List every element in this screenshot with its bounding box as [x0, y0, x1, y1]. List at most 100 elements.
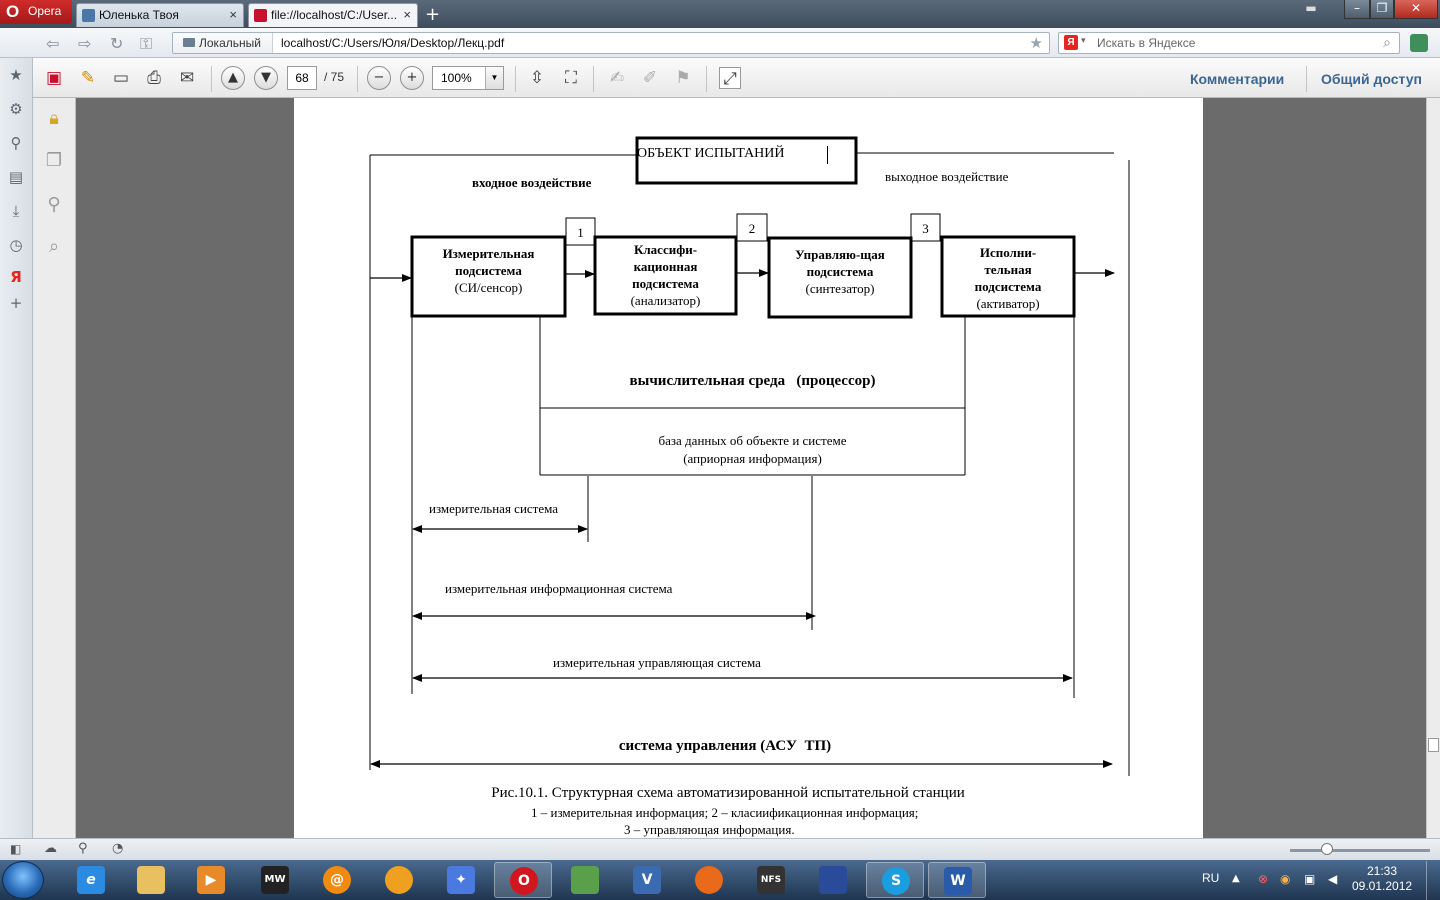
next-page-button[interactable]: ▼	[254, 66, 278, 90]
bookmark-star-icon[interactable]: ★	[1029, 35, 1043, 52]
figure-caption: Рис.10.1. Структурная схема автоматизиро…	[491, 785, 965, 801]
measuring-system-label: измерительная система	[429, 501, 559, 516]
save-icon[interactable]: ▭	[112, 68, 130, 88]
tools-icon	[571, 866, 599, 894]
close-tab-icon[interactable]: ×	[229, 7, 237, 22]
gear-icon[interactable]: ⚙	[9, 100, 23, 118]
taskbar-virtualdj[interactable]: V	[618, 862, 676, 898]
history-icon[interactable]: ◷	[9, 236, 23, 254]
zoom-slider-thumb[interactable]	[1321, 843, 1333, 855]
forward-icon[interactable]: ⇨	[78, 34, 92, 53]
legend-line2: 3 – управляющая информация.	[624, 822, 795, 837]
taskbar-app-tools[interactable]	[556, 862, 614, 898]
start-button[interactable]	[2, 861, 44, 899]
taskbar-save-app[interactable]	[804, 862, 862, 898]
sign-icon[interactable]: ✍	[609, 68, 625, 88]
email-icon[interactable]: ✉	[179, 68, 195, 88]
edit-pdf-icon[interactable]: ✎	[80, 68, 96, 88]
local-zone-badge[interactable]: Локальный	[173, 33, 273, 53]
tray-expand-icon[interactable]: ▲	[1232, 873, 1240, 884]
word-icon: W	[944, 867, 972, 895]
opera-menu-button[interactable]: O Opera	[0, 0, 72, 24]
close-window-button[interactable]: ✕	[1394, 0, 1438, 19]
taskbar-explorer[interactable]	[122, 862, 180, 898]
tab-pdf[interactable]: file://localhost/C:/User... ×	[248, 3, 418, 27]
notes-icon[interactable]: ▤	[8, 168, 24, 186]
maximize-button[interactable]: ❐	[1370, 0, 1394, 19]
bookmarks-star-icon[interactable]: ★	[9, 66, 23, 84]
taskbar-opera[interactable]: O	[494, 862, 552, 898]
search-icon[interactable]: ⌕	[1383, 34, 1391, 50]
floppy-icon	[819, 866, 847, 894]
close-tab-icon[interactable]: ×	[403, 7, 411, 22]
taskbar-nfs-mw[interactable]: MW	[246, 862, 304, 898]
previous-page-button[interactable]: ▲	[221, 66, 245, 90]
binoculars-icon[interactable]: ⌕	[48, 236, 60, 257]
search-field[interactable]: Я ▾ Искать в Яндексе ⌕	[1058, 32, 1400, 54]
language-indicator[interactable]: RU	[1202, 871, 1220, 885]
yandex-panel-icon[interactable]: Я	[10, 268, 22, 286]
share-button[interactable]: Общий доступ	[1321, 71, 1422, 87]
show-desktop-button[interactable]	[1426, 861, 1440, 900]
tab-list-button[interactable]: ▬	[1305, 1, 1317, 15]
create-pdf-icon[interactable]: ▣	[45, 68, 63, 88]
stamp-icon[interactable]: ⚑	[675, 68, 691, 88]
tray-opera-icon[interactable]: ◉	[1280, 872, 1291, 886]
comments-button[interactable]: Комментарии	[1190, 71, 1285, 87]
url-text[interactable]: localhost/C:/Users/Юля/Desktop/Лекц.pdf	[281, 36, 505, 50]
chevron-down-icon[interactable]: ▾	[1081, 35, 1086, 45]
taskbar-media-player[interactable]: ▶	[182, 862, 240, 898]
taskbar-nfs[interactable]: NFS	[742, 862, 800, 898]
tray-network-icon[interactable]: ▣	[1304, 872, 1316, 886]
tray-volume-icon[interactable]: ◀	[1328, 872, 1338, 886]
compute-environment-label: вычислительная среда (процессор)	[629, 373, 876, 389]
taskbar-ie[interactable]: e	[62, 862, 120, 898]
back-icon[interactable]: ⇦	[46, 34, 60, 53]
mail-agent-icon: @	[323, 866, 351, 894]
taskbar-mail-agent[interactable]: @	[308, 862, 366, 898]
taskbar-skype[interactable]: S	[866, 862, 924, 898]
chevron-down-icon[interactable]: ▼	[485, 67, 503, 89]
panel-toggle-icon[interactable]: ◧	[10, 842, 22, 856]
zoom-slider[interactable]	[1290, 849, 1430, 852]
taskbar-word[interactable]: W	[928, 862, 986, 898]
print-icon[interactable]: ⎙	[147, 68, 161, 88]
zoom-select[interactable]: 100% ▼	[432, 66, 504, 90]
fit-width-icon[interactable]: ⇳	[529, 68, 545, 88]
attachment-icon[interactable]: ⚲	[47, 194, 61, 215]
reload-icon[interactable]: ↻	[110, 34, 124, 53]
lock-icon[interactable]: 🔒︎	[49, 108, 59, 129]
add-panel-icon[interactable]: +	[9, 294, 23, 312]
box2-line1: Классифи-	[633, 242, 698, 257]
share-icon[interactable]: ⚲	[78, 841, 88, 856]
pages-icon[interactable]: ❐	[45, 150, 63, 171]
tray-antivirus-icon[interactable]: ⊗	[1258, 872, 1269, 886]
url-field[interactable]: Локальный localhost/C:/Users/Юля/Desktop…	[172, 32, 1050, 54]
scrollbar-thumb[interactable]	[1428, 738, 1439, 752]
folder-icon	[137, 866, 165, 894]
share-icon[interactable]: ⚲	[10, 134, 22, 152]
page-number-input[interactable]: 68	[287, 66, 317, 90]
taskbar-firefox[interactable]	[680, 862, 738, 898]
downloads-icon[interactable]: ⤓	[12, 202, 20, 220]
taskbar-app-butterfly[interactable]: ✦	[432, 862, 490, 898]
speed-icon[interactable]: ◔	[112, 841, 124, 856]
fullscreen-icon[interactable]: ⤢	[719, 67, 741, 89]
download-icon[interactable]	[1410, 34, 1428, 52]
new-tab-button[interactable]: +	[425, 4, 441, 25]
taskbar-icq[interactable]	[370, 862, 428, 898]
vertical-scrollbar[interactable]	[1426, 98, 1440, 838]
firefox-icon	[695, 866, 723, 894]
highlight-icon[interactable]: ✐	[642, 68, 658, 88]
system-clock[interactable]: 21:33 09.01.2012	[1352, 864, 1412, 894]
key-icon[interactable]: ⚿	[140, 34, 153, 53]
minimize-button[interactable]: –	[1344, 0, 1370, 19]
zoom-in-button[interactable]: +	[400, 66, 424, 90]
input-label: входное воздействие	[472, 175, 592, 190]
zoom-out-button[interactable]: −	[367, 66, 391, 90]
fit-page-icon[interactable]: ⛶	[565, 68, 577, 88]
unite-icon[interactable]: ☁	[44, 841, 57, 856]
box3-line3: (синтезатор)	[805, 281, 875, 296]
yandex-icon[interactable]: Я	[1064, 35, 1078, 50]
tab-vk[interactable]: Юленька Твоя ×	[76, 3, 244, 27]
